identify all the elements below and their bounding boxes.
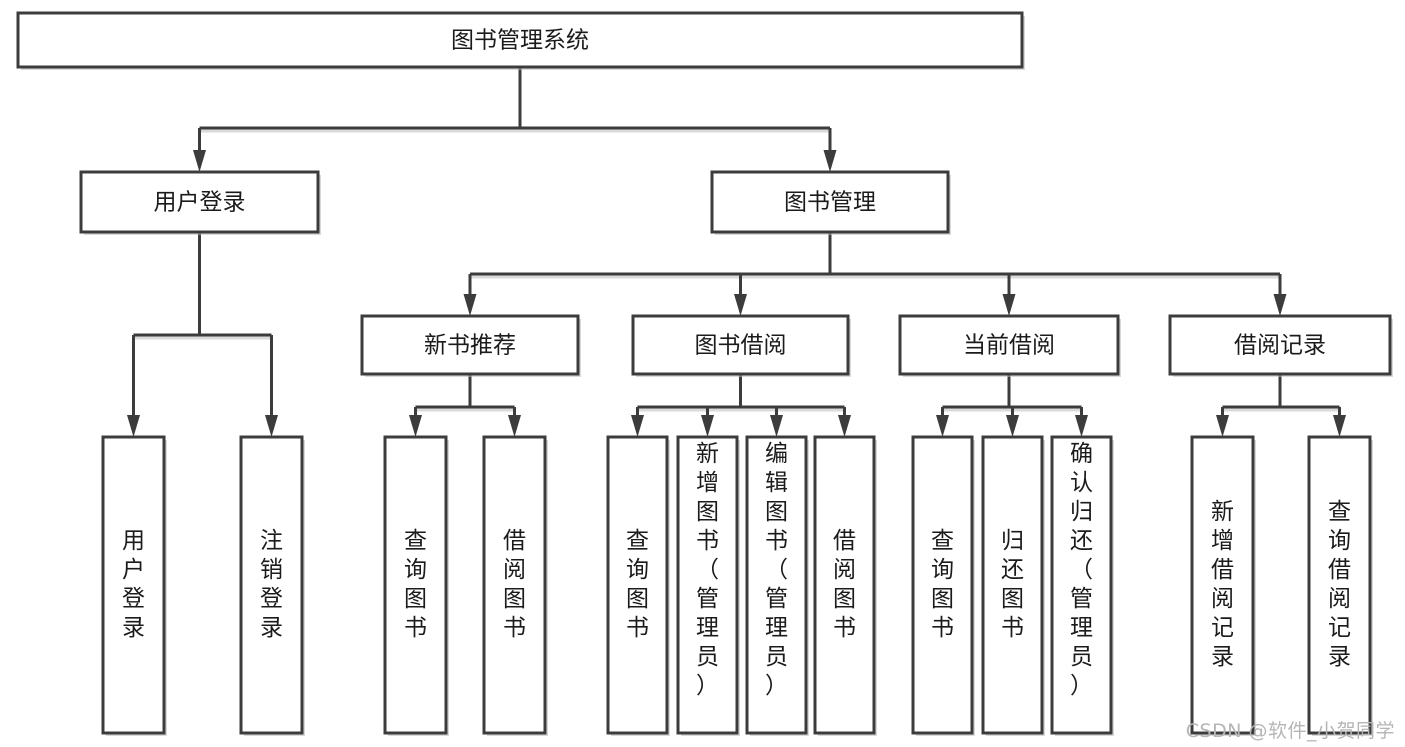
connector-group-book-manage xyxy=(463,232,1287,316)
node-leaf-confirm-return-admin[interactable]: 确认归还（管理员） xyxy=(1050,435,1114,736)
node-label: 编辑图书（管理员） xyxy=(765,441,788,699)
node-label: 新书推荐 xyxy=(424,333,516,359)
node-box[interactable] xyxy=(631,314,850,376)
node-box[interactable] xyxy=(482,435,547,735)
arrow-head-icon xyxy=(838,415,851,437)
node-current-borrow[interactable]: 当前借阅 xyxy=(898,314,1121,377)
node-new-book-recommend[interactable]: 新书推荐 xyxy=(360,314,581,377)
node-label: 归还图书 xyxy=(1001,528,1024,641)
node-box[interactable] xyxy=(898,314,1120,376)
connector-group-user-login xyxy=(127,232,278,437)
node-leaf-query-book-2[interactable]: 查询图书 xyxy=(606,435,670,736)
arrow-head-icon xyxy=(734,294,747,316)
node-book-borrow[interactable]: 图书借阅 xyxy=(631,314,851,377)
node-box[interactable] xyxy=(239,435,304,735)
connector-group-borrow-record xyxy=(1216,374,1346,437)
arrow-head-icon xyxy=(265,415,278,437)
node-box[interactable] xyxy=(981,435,1044,735)
node-label: 借阅记录 xyxy=(1234,333,1326,359)
node-borrow-record[interactable]: 借阅记录 xyxy=(1168,314,1393,377)
node-leaf-borrow-book-1[interactable]: 借阅图书 xyxy=(482,435,548,736)
node-box[interactable] xyxy=(16,11,1024,69)
node-leaf-edit-book-admin[interactable]: 编辑图书（管理员） xyxy=(745,435,809,736)
node-label: 查询借阅记录 xyxy=(1328,499,1351,670)
arrow-head-icon xyxy=(770,415,783,437)
node-label: 借阅图书 xyxy=(503,528,526,641)
node-label: 用户登录 xyxy=(122,528,145,641)
watermark: CSDN @软件_小贺同学 xyxy=(1185,720,1395,742)
node-box[interactable] xyxy=(360,314,580,376)
arrow-head-icon xyxy=(193,150,206,172)
node-box[interactable] xyxy=(606,435,669,735)
arrow-head-icon xyxy=(631,415,644,437)
node-box[interactable] xyxy=(79,170,320,234)
node-leaf-add-borrow-record[interactable]: 新增借阅记录 xyxy=(1190,435,1256,736)
node-label: 当前借阅 xyxy=(963,333,1055,359)
arrow-head-icon xyxy=(127,415,140,437)
node-label: 新增图书（管理员） xyxy=(696,441,719,699)
node-leaf-user-login[interactable]: 用户登录 xyxy=(101,435,167,736)
node-box[interactable] xyxy=(710,170,950,234)
node-box[interactable] xyxy=(101,435,166,735)
node-box[interactable] xyxy=(1050,435,1113,735)
node-leaf-logout[interactable]: 注销登录 xyxy=(239,435,305,736)
node-leaf-borrow-book-2[interactable]: 借阅图书 xyxy=(813,435,877,736)
arrow-head-icon xyxy=(409,415,422,437)
node-box[interactable] xyxy=(1190,435,1255,735)
node-box[interactable] xyxy=(813,435,876,735)
connectors-layer xyxy=(127,67,1346,437)
node-user-login[interactable]: 用户登录 xyxy=(79,170,321,235)
node-leaf-query-book-1[interactable]: 查询图书 xyxy=(383,435,449,736)
arrow-head-icon xyxy=(508,415,521,437)
node-root[interactable]: 图书管理系统 xyxy=(16,11,1025,70)
node-box[interactable] xyxy=(383,435,448,735)
arrow-head-icon xyxy=(701,415,714,437)
node-box[interactable] xyxy=(745,435,808,735)
connector-group-book-borrow xyxy=(631,374,851,437)
node-label: 图书借阅 xyxy=(695,333,787,359)
arrow-head-icon xyxy=(823,150,837,172)
node-label: 图书管理 xyxy=(784,190,876,216)
node-label: 借阅图书 xyxy=(833,528,856,641)
node-box[interactable] xyxy=(1307,435,1372,735)
node-label: 查询图书 xyxy=(626,528,649,641)
arrow-head-icon xyxy=(936,415,949,437)
node-label: 新增借阅记录 xyxy=(1211,499,1234,670)
arrow-head-icon xyxy=(1216,415,1229,437)
arrow-head-icon xyxy=(1273,294,1287,316)
node-label: 查询图书 xyxy=(931,528,954,641)
node-leaf-query-book-3[interactable]: 查询图书 xyxy=(911,435,975,736)
node-box[interactable] xyxy=(676,435,739,735)
node-label: 图书管理系统 xyxy=(451,28,589,54)
arrow-head-icon xyxy=(1333,415,1346,437)
node-label: 用户登录 xyxy=(154,190,246,216)
connector-group-root xyxy=(193,67,837,172)
node-label: 确认归还（管理员） xyxy=(1070,441,1093,699)
arrow-head-icon xyxy=(1075,415,1088,437)
arrow-head-icon xyxy=(1002,294,1016,316)
arrow-head-icon xyxy=(463,294,477,316)
connector-group-current-borrow xyxy=(936,374,1088,437)
node-label: 注销登录 xyxy=(260,528,283,641)
node-leaf-return-book[interactable]: 归还图书 xyxy=(981,435,1045,736)
arrow-head-icon xyxy=(1006,415,1019,437)
nodes-layer: 图书管理系统用户登录图书管理新书推荐图书借阅当前借阅借阅记录用户登录注销登录查询… xyxy=(16,11,1393,736)
node-box[interactable] xyxy=(1168,314,1392,376)
node-label: 查询图书 xyxy=(404,528,427,641)
node-box[interactable] xyxy=(911,435,974,735)
node-book-manage[interactable]: 图书管理 xyxy=(710,170,951,235)
node-leaf-query-borrow-record[interactable]: 查询借阅记录 xyxy=(1307,435,1373,736)
connector-group-new-book-recommend xyxy=(409,374,521,437)
node-leaf-add-book-admin[interactable]: 新增图书（管理员） xyxy=(676,435,740,736)
